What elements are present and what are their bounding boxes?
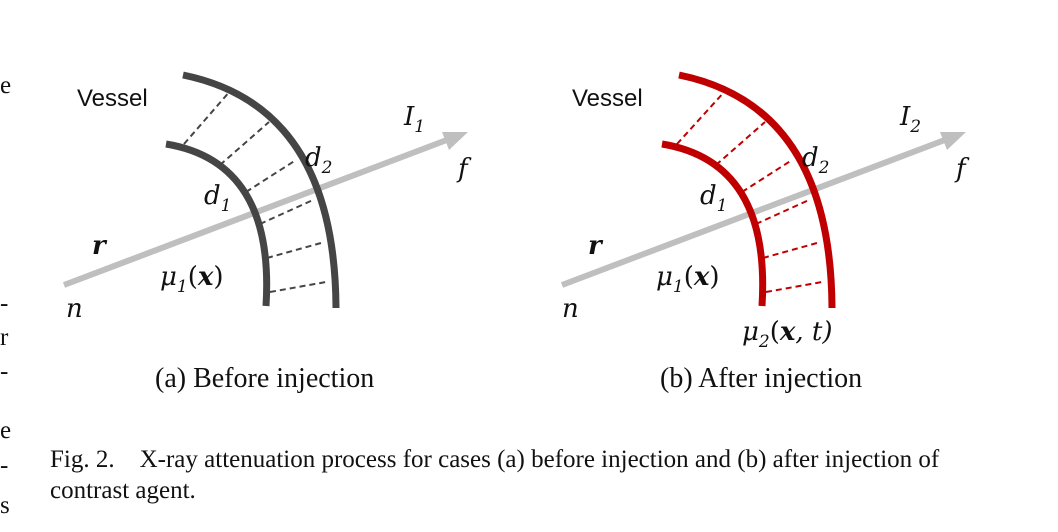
vessel-outer-wall xyxy=(182,71,340,309)
vessel-inner-wall xyxy=(661,140,767,307)
mu1-label: μ1(x) xyxy=(160,262,224,297)
vessel-label: Vessel xyxy=(572,85,643,112)
margin-glyph: - xyxy=(0,358,9,385)
intensity-label: I2 xyxy=(899,102,921,137)
f-label: f xyxy=(954,154,970,184)
xray-arrowhead xyxy=(940,132,966,150)
vessel-outer-wall xyxy=(678,71,836,309)
vessel-inner-wall xyxy=(165,140,271,307)
d1-label: d1 xyxy=(700,181,727,216)
intensity-label: I1 xyxy=(403,102,425,137)
vessel-label: Vessel xyxy=(77,85,148,112)
xray-arrowhead xyxy=(442,132,468,150)
d2-label: d2 xyxy=(802,143,829,178)
vessel-wall-hatching xyxy=(676,89,823,293)
margin-glyph: e xyxy=(0,72,12,99)
r-label: r xyxy=(588,231,604,261)
panel-a: Vessel I1 f d2 d1 r μ1(x) n (a) Before i… xyxy=(62,71,472,394)
margin-glyph: - xyxy=(0,452,9,479)
vessel-wall-hatching xyxy=(183,89,327,293)
margin-glyph: s xyxy=(0,492,10,519)
panel-b: Vessel I2 f d2 d1 r μ1(x) n μ2(x, t) (b)… xyxy=(560,71,970,394)
d2-label: d2 xyxy=(305,143,332,178)
subcaption-b: (b) After injection xyxy=(660,363,862,394)
f-label: f xyxy=(456,154,472,184)
d1-label: d1 xyxy=(204,181,231,216)
subcaption-a: (a) Before injection xyxy=(155,363,374,394)
figure-caption: Fig. 2. X-ray attenuation process for ca… xyxy=(50,446,940,504)
margin-glyph: r xyxy=(0,324,9,351)
mu1-label: μ1(x) xyxy=(656,262,720,297)
r-label: r xyxy=(92,231,108,261)
margin-glyph: - xyxy=(0,290,9,317)
margin-glyph: e xyxy=(0,417,12,444)
mu2-label: μ2(x, t) xyxy=(742,317,833,352)
n-label: n xyxy=(66,294,83,324)
n-label: n xyxy=(562,294,579,324)
xray-ray xyxy=(560,135,952,288)
